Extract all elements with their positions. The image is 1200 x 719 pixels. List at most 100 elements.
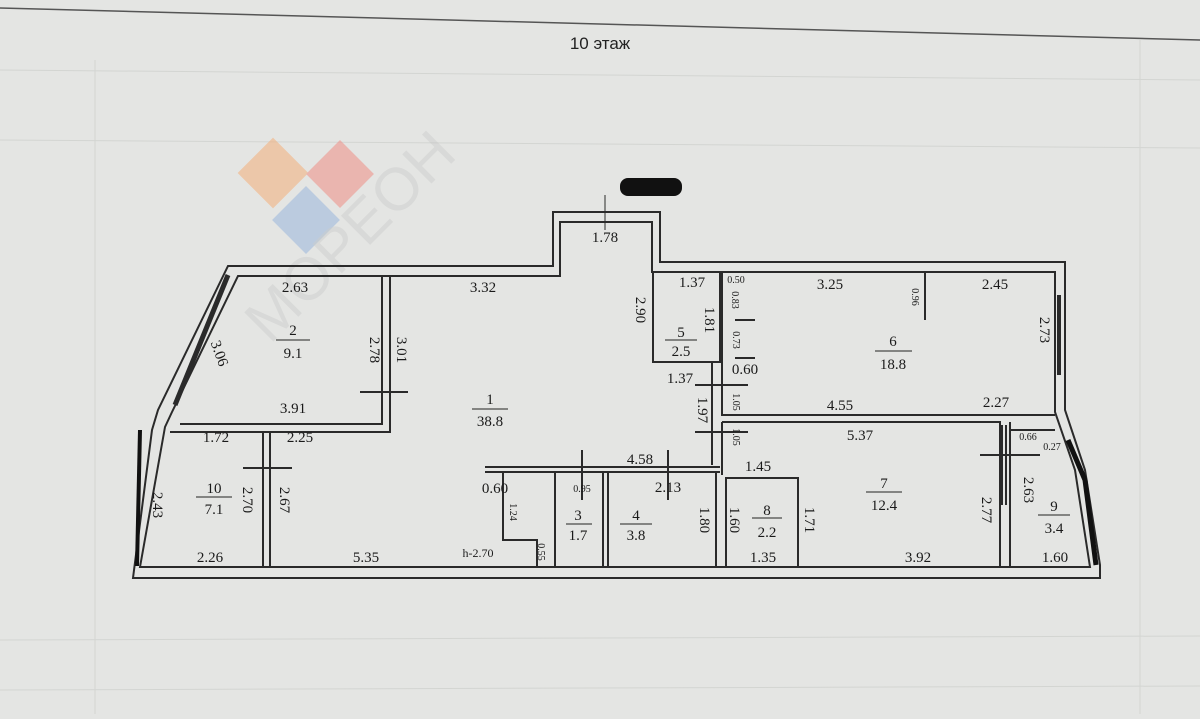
- paper-grid: [0, 40, 1200, 714]
- dimension-label: 7: [880, 476, 888, 492]
- dimension-label: 0.95: [573, 484, 591, 495]
- paper-edge: [0, 7, 1200, 41]
- dimension-label: 0.66: [1019, 432, 1037, 443]
- dimension-label: 0.50: [727, 275, 745, 286]
- dimension-label: 0.83: [729, 291, 740, 309]
- room-6: 618.8: [875, 334, 912, 373]
- dimension-label: 1.24: [507, 503, 518, 521]
- dimension-label: 12.4: [871, 498, 898, 514]
- dimension-label: 10: [207, 481, 222, 497]
- dimension-label: 4.55: [827, 398, 853, 414]
- plan-mark: [721, 362, 1055, 567]
- ceiling-height: h-2.70: [463, 546, 494, 560]
- dimension-label: 5: [677, 325, 685, 341]
- plan-mark: [502, 472, 538, 567]
- dimension-label: 2.67: [276, 487, 292, 514]
- dimension-label: 2.5: [672, 344, 691, 360]
- outer-walls: [131, 195, 1101, 579]
- plan-mark: [237, 137, 309, 209]
- dimension-label: 2: [289, 323, 297, 339]
- dimension-label: 3.91: [280, 401, 306, 417]
- dimension-label: 0.73: [730, 331, 741, 349]
- plan-mark: [1001, 425, 1007, 505]
- dimension-label: 2.26: [197, 550, 224, 566]
- dimension-label: 0.27: [1043, 442, 1061, 453]
- dimension-label: 1.71: [801, 507, 817, 533]
- plan-mark: [131, 211, 1101, 579]
- plan-mark: [138, 221, 1092, 568]
- dimension-label: 2.25: [287, 430, 313, 446]
- dimension-label: 2.45: [982, 277, 1008, 293]
- dimension-label: 2.13: [655, 480, 681, 496]
- dimension-label: 0.60: [732, 362, 758, 378]
- window: [135, 429, 142, 567]
- room-8: 82.2: [752, 503, 782, 541]
- dimension-label: 1.35: [750, 550, 776, 566]
- dimension-label: 2.77: [978, 497, 994, 524]
- dimension-label: 1.05: [730, 428, 741, 446]
- dimension-label: 3.4: [1045, 521, 1064, 537]
- dimension-label: 7.1: [205, 502, 224, 518]
- room-3: 31.7: [566, 508, 592, 544]
- plan-mark: [725, 477, 799, 568]
- dimension-label: 3.92: [905, 550, 931, 566]
- dimension-label: 1.05: [730, 393, 741, 411]
- dimension-label: 2.43: [149, 492, 165, 518]
- dimension-label: 0.55: [535, 543, 546, 561]
- dimension-labels: 1.78 2.63 3.32 2.90 1.37 1.81 3.25 2.45 …: [149, 230, 1068, 566]
- dimension-label: 3.32: [470, 280, 496, 296]
- room-2: 29.1: [276, 323, 310, 362]
- dimension-label: 5.35: [353, 550, 379, 566]
- dimension-label: 38.8: [477, 414, 503, 430]
- dimension-label: 1.72: [203, 430, 229, 446]
- dimension-label: 3.01: [393, 337, 409, 363]
- dimension-label: 1.37: [667, 371, 694, 387]
- room-4: 43.8: [620, 508, 652, 544]
- plan-mark: [721, 422, 1011, 567]
- dimension-label: 2.73: [1036, 317, 1052, 343]
- floor-title: 10 этаж: [569, 34, 631, 53]
- dimension-label: 1.78: [592, 230, 618, 246]
- plan-mark: [0, 139, 1200, 149]
- dimension-label: 5.37: [847, 428, 874, 444]
- room-5: 52.5: [665, 325, 697, 360]
- plan-mark: [735, 272, 926, 359]
- dimension-label: 0.60: [482, 481, 508, 497]
- dimension-label: 2.63: [282, 280, 308, 296]
- dimension-label: 3.8: [627, 528, 646, 544]
- moreon-logo: МОРЕОН: [232, 118, 468, 354]
- inner-walls: [170, 271, 1055, 568]
- dimension-label: 0.96: [909, 288, 920, 306]
- dimension-label: 9.1: [284, 346, 303, 362]
- redaction-mark: [620, 178, 682, 196]
- plan-mark: [554, 471, 604, 568]
- dimension-label: 2.78: [366, 337, 382, 363]
- plan-mark: [180, 276, 383, 425]
- plan-mark: [607, 471, 717, 568]
- plan-mark: [0, 635, 1200, 641]
- dimension-label: 3.06: [207, 339, 231, 370]
- dimension-label: 1.60: [1042, 550, 1068, 566]
- dimension-label: 1.81: [701, 307, 717, 333]
- dimension-label: 18.8: [880, 357, 906, 373]
- dimension-label: 9: [1050, 499, 1058, 515]
- dimension-label: 4.58: [627, 452, 653, 468]
- room-9: 93.4: [1038, 499, 1070, 537]
- dimension-label: 2.90: [632, 297, 648, 323]
- dimension-label: 1.37: [679, 275, 706, 291]
- room-7: 712.4: [866, 476, 902, 514]
- dimension-label: 1.45: [745, 459, 771, 475]
- plan-mark: [0, 685, 1200, 691]
- dimension-label: 3: [574, 508, 582, 524]
- dimension-label: 4: [632, 508, 640, 524]
- room-10: 107.1: [196, 481, 232, 518]
- dimension-label: 2.2: [758, 525, 777, 541]
- room-labels: 138.8 29.1 31.7 43.8 52.5 618.8 712.4 82…: [196, 323, 1070, 544]
- dimension-label: 1.80: [696, 507, 712, 533]
- dimension-label: 6: [889, 334, 897, 350]
- dimension-label: 1: [486, 392, 494, 408]
- room-1: 138.8: [472, 392, 508, 430]
- plan-mark: [272, 186, 340, 254]
- window: [172, 274, 231, 406]
